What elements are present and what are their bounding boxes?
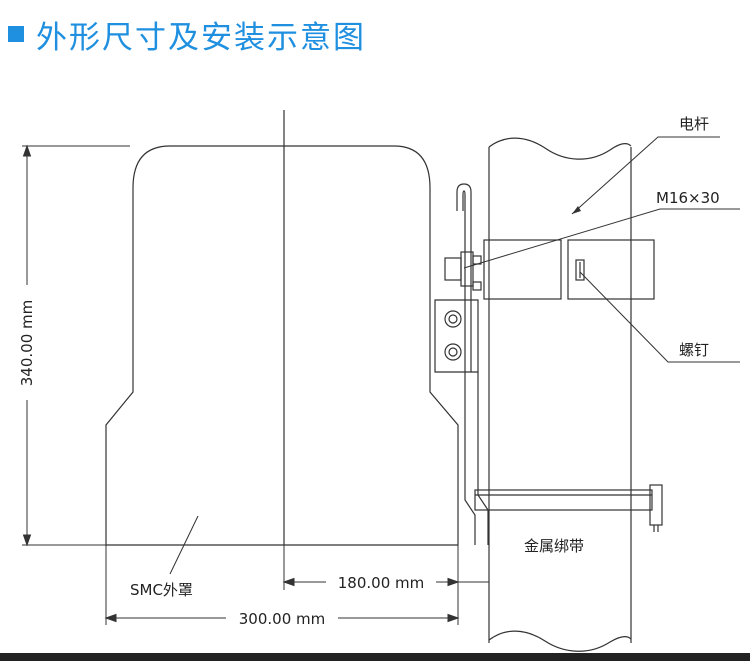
bracket-bolt-lower-icon bbox=[444, 343, 462, 361]
height-dimension bbox=[22, 144, 130, 547]
screw-label: 螺钉 bbox=[679, 341, 709, 359]
header-square-icon bbox=[8, 26, 24, 42]
bolt-spec-label: M16×30 bbox=[656, 189, 720, 207]
bracket-bolt-upper-icon bbox=[444, 310, 462, 328]
bottom-border bbox=[0, 653, 750, 661]
utility-pole bbox=[488, 137, 632, 652]
height-label-bg bbox=[16, 285, 38, 400]
page-title: 外形尺寸及安装示意图 bbox=[36, 19, 366, 56]
full-width-dimension-label: 300.00 mm bbox=[239, 610, 325, 628]
mounting-bracket bbox=[434, 183, 489, 545]
smc-cover-label: SMC外罩 bbox=[130, 581, 193, 599]
height-dimension-label: 340.00 mm bbox=[18, 300, 36, 386]
half-width-dimension-label: 180.00 mm bbox=[338, 574, 424, 592]
upper-clamp bbox=[483, 239, 655, 300]
smc-cover-body bbox=[105, 110, 459, 546]
pole-leader-arrow bbox=[572, 206, 581, 214]
half-width-label-bg bbox=[326, 571, 436, 593]
metal-band bbox=[474, 484, 663, 532]
leader-lines bbox=[169, 136, 740, 575]
metal-band-label: 金属绑带 bbox=[524, 537, 584, 555]
page-header: 外形尺寸及安装示意图 bbox=[8, 12, 366, 56]
full-width-label-bg bbox=[226, 607, 338, 629]
pole-label: 电杆 bbox=[679, 115, 709, 133]
